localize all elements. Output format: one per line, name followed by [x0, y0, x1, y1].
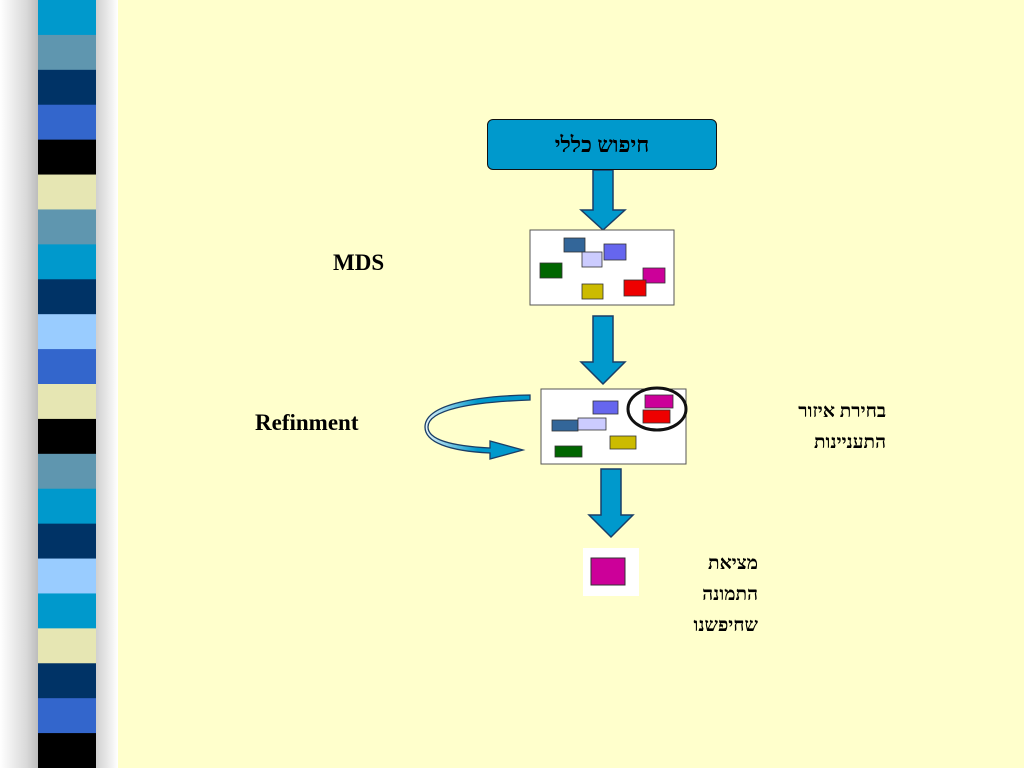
bar-stripe [38, 488, 96, 525]
bar-stripe [38, 139, 96, 176]
general-search-label: חיפוש כללי [554, 131, 650, 157]
area-selection-line: בחירת איזור [798, 401, 886, 422]
area-selection-label: בחירת איזור התעניינות [700, 396, 886, 458]
refinement-panel [540, 386, 688, 465]
image-found-line: מציאת [708, 553, 758, 574]
bar-stripe [38, 209, 96, 245]
general-search-box: חיפוש כללי [487, 119, 717, 170]
bar-stripe [38, 558, 96, 594]
bar-stripe [38, 279, 96, 315]
area-selection-line: התעניינות [813, 432, 886, 453]
bar-stripe [38, 244, 96, 280]
bar-stripe [38, 663, 96, 699]
bar-stripe [38, 104, 96, 141]
bar-stripe [38, 384, 96, 420]
curved-arrow-icon [424, 394, 531, 460]
bar-stripe [38, 418, 96, 455]
image-found-line: שחיפשנו [693, 615, 758, 636]
mds-panel [529, 229, 675, 306]
bar-stripe [38, 523, 96, 560]
arrow-down-icon [587, 468, 635, 539]
refinement-label: Refinment [255, 410, 359, 435]
selection-circle-icon [626, 386, 688, 432]
bar-stripe [38, 174, 96, 210]
arrow-down-icon [579, 315, 627, 386]
bar-stripe [38, 593, 96, 629]
result-image [583, 548, 639, 596]
image-found-label: מציאת התמונה שחיפשנו [600, 548, 758, 641]
bar-stripe [38, 349, 96, 385]
bar-stripe [38, 69, 96, 106]
bar-stripe [38, 0, 96, 36]
bar-stripe [38, 453, 96, 490]
bar-stripe [38, 628, 96, 664]
bar-stripe [38, 314, 96, 350]
arrow-down-icon [579, 169, 627, 232]
bar-stripe [38, 733, 96, 768]
bar-stripe [38, 34, 96, 71]
bar-stripe [38, 698, 96, 734]
mds-label: MDS [333, 250, 385, 275]
left-decorative-bar [0, 0, 118, 768]
image-found-line: התמונה [702, 584, 758, 605]
